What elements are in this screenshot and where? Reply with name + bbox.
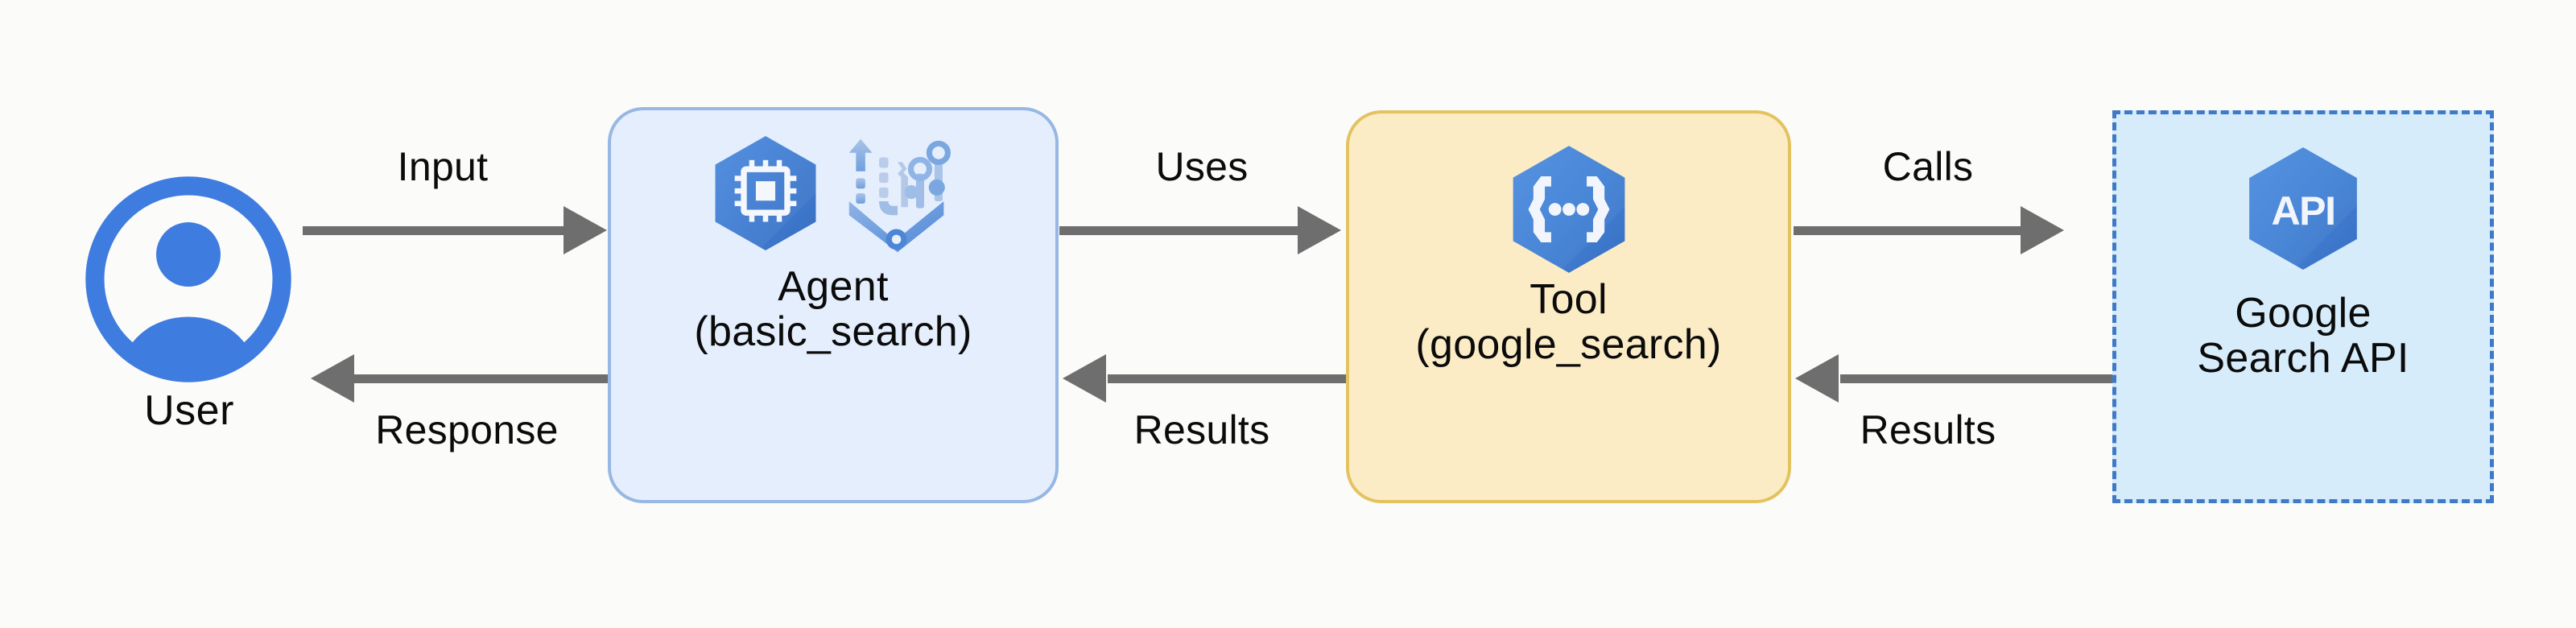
edge-response-label: Response	[375, 407, 559, 452]
node-user-label: User	[144, 387, 234, 434]
edge-response-arrowhead-icon	[311, 354, 354, 403]
edge-results-api-tool-label: Results	[1860, 407, 1996, 452]
api-braces-hexagon-icon	[1513, 146, 1624, 273]
user-avatar-icon	[85, 176, 291, 382]
edge-input-label: Input	[397, 144, 489, 189]
edge-results-api-tool-arrowhead-icon	[1795, 354, 1839, 403]
node-tool[interactable]: Tool (google_search)	[1346, 110, 1791, 503]
edge-results-tool-agent-arrowhead-icon	[1063, 354, 1106, 403]
node-agent-icons	[708, 133, 958, 254]
agent-workflow-icon	[848, 138, 951, 253]
node-api-label: Google Search API	[2197, 290, 2409, 382]
edge-uses-label: Uses	[1155, 144, 1249, 189]
edge-results-api-tool-line	[1840, 374, 2114, 383]
edge-response-line	[354, 374, 610, 383]
edge-input-arrowhead-icon	[564, 206, 607, 254]
edge-results-tool-agent-label: Results	[1133, 407, 1270, 452]
edge-input-line	[303, 226, 568, 235]
api-hexagon-text: API	[2271, 188, 2334, 233]
edge-uses-line	[1059, 226, 1301, 235]
edge-uses-arrowhead-icon	[1298, 206, 1341, 254]
node-tool-label: Tool (google_search)	[1415, 276, 1722, 368]
edge-calls-label: Calls	[1882, 144, 1974, 189]
node-agent-label: Agent (basic_search)	[694, 263, 972, 355]
node-google-search-api[interactable]: API Google Search API	[2112, 110, 2494, 503]
node-user[interactable]: User	[76, 176, 318, 434]
node-api-icons: API	[2242, 147, 2364, 270]
node-agent[interactable]: Agent (basic_search)	[608, 107, 1059, 503]
edge-results-tool-agent-line	[1108, 374, 1349, 383]
edge-calls-arrowhead-icon	[2021, 206, 2064, 254]
edge-calls-line	[1794, 226, 2024, 235]
api-hexagon-icon: API	[2249, 147, 2357, 270]
node-tool-icons	[1505, 146, 1633, 273]
cpu-hexagon-icon	[715, 136, 816, 250]
